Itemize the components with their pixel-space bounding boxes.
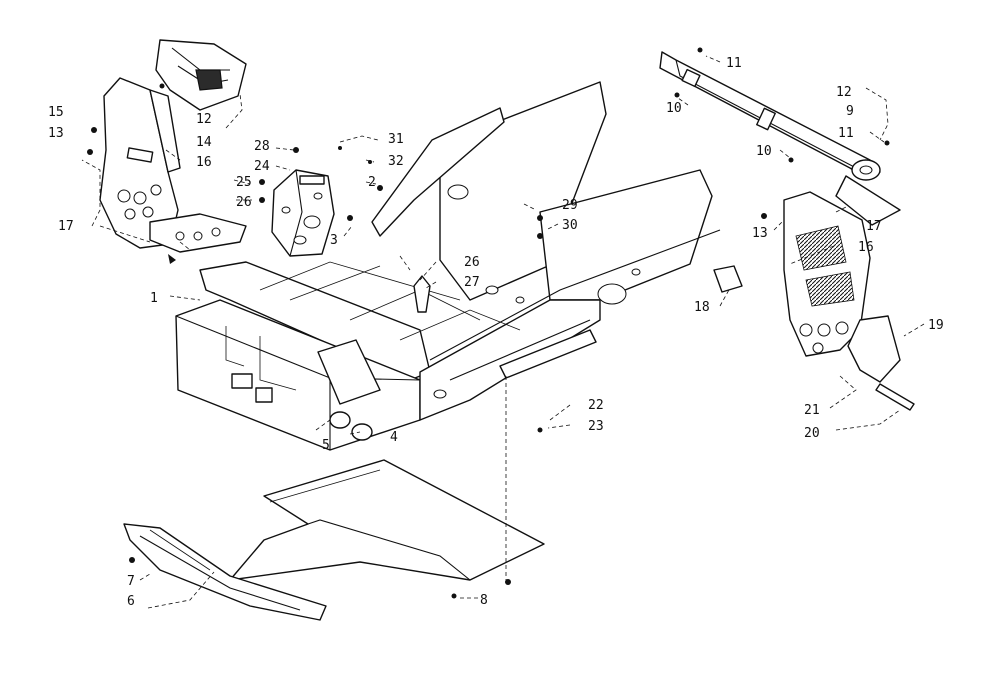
callout-9: 9 [846,104,854,119]
callout-2: 2 [368,175,376,190]
callout-5: 5 [322,438,330,453]
main-chassis [175,81,721,451]
callout-28: 28 [254,139,270,154]
belly-pan [229,459,545,581]
callout-17a: 17 [58,219,74,234]
callout-18: 18 [694,300,710,315]
callout-13a: 13 [48,126,64,141]
callout-26a: 26 [236,195,252,210]
callout-1: 1 [150,291,158,306]
callout-8: 8 [480,593,488,608]
callout-24: 24 [254,159,270,174]
steering-support-bar [659,47,901,226]
top-left-bracket [155,39,247,111]
callout-10a: 10 [666,101,682,116]
callout-19: 19 [928,318,944,333]
callout-31: 31 [388,132,404,147]
callout-27: 27 [464,275,480,290]
callout-29: 29 [562,198,578,213]
leader-lines [81,55,925,609]
callout-17b: 17 [866,219,882,234]
callout-16b: 16 [858,240,874,255]
callout-32: 32 [388,154,404,169]
callout-12b: 12 [836,85,852,100]
callout-10b: 10 [756,144,772,159]
callout-7: 7 [127,574,135,589]
callout-20: 20 [804,426,820,441]
callout-15: 15 [48,105,64,120]
callout-21: 21 [804,403,820,418]
callout-25: 25 [236,175,252,190]
callout-26b: 26 [464,255,480,270]
right-side-plate [713,191,915,411]
callout-23: 23 [588,419,604,434]
callout-4: 4 [390,430,398,445]
callout-6: 6 [127,594,135,609]
callout-14: 14 [196,135,212,150]
left-side-plate [99,77,247,264]
callout-13b: 13 [752,226,768,241]
callout-16a: 16 [196,155,212,170]
callout-22: 22 [588,398,604,413]
front-skid-plate [123,523,327,621]
callout-labels: 1 2 3 4 5 6 7 8 9 10 10 11 11 12 12 13 1… [48,56,944,609]
callout-11b: 11 [838,126,854,141]
center-mount-bracket [271,169,335,257]
callout-30: 30 [562,218,578,233]
callout-11a: 11 [726,56,742,71]
hardware-dots [87,83,543,599]
callout-12a: 12 [196,112,212,127]
callout-3: 3 [330,233,338,248]
